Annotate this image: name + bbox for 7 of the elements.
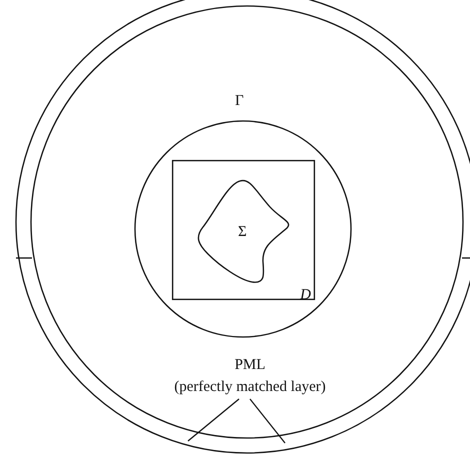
leader-line <box>250 398 286 444</box>
symbol-label: Σ <box>238 223 247 241</box>
symbol-label: D <box>300 286 311 304</box>
leader-line <box>188 398 240 442</box>
symbol-label: Γ <box>235 92 244 110</box>
layer-label: (perfectly matched layer) <box>174 378 326 397</box>
layer-label: PML <box>234 356 266 375</box>
